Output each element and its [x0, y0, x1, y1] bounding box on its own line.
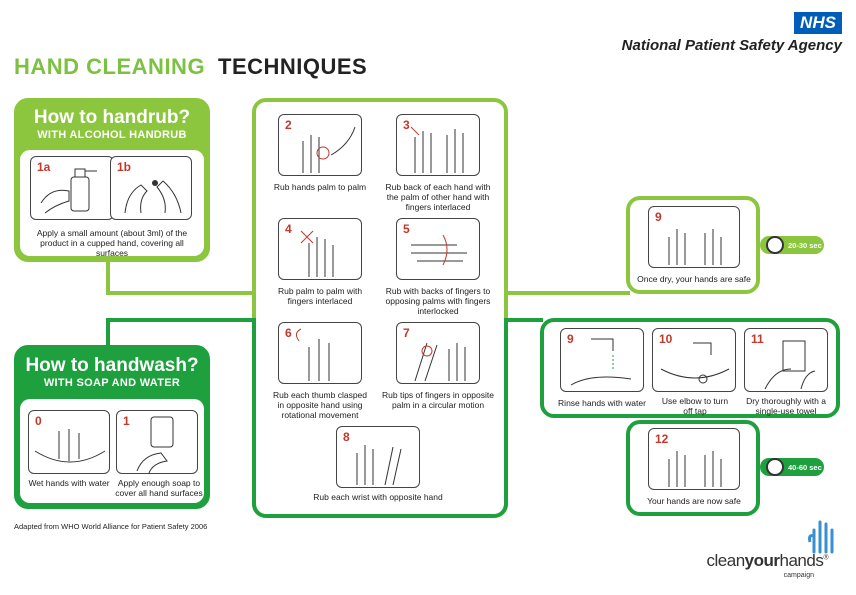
step-2: 2: [278, 114, 362, 176]
cleanyourhands-logo: cleanyourhands®: [706, 551, 829, 571]
connector-handwash-horizontal: [106, 318, 256, 322]
brand-part-hands: hands: [779, 551, 824, 570]
step-number: 0: [35, 414, 42, 428]
soap-dispenser-icon: [136, 416, 174, 474]
step-number: 5: [403, 222, 410, 236]
handwash-title: How to handwash?: [25, 355, 199, 376]
waving-hand-icon: [808, 520, 834, 554]
clock-icon: [766, 236, 784, 254]
step-number: 8: [343, 430, 350, 444]
step-9-rub-caption: Once dry, your hands are safe: [637, 274, 751, 284]
thumb-rotation-icon: [295, 328, 330, 381]
step-12: 12: [648, 428, 740, 490]
technique-panel-bottom: [252, 318, 508, 518]
step-number: 12: [655, 432, 669, 446]
step-number: 3: [403, 118, 410, 132]
handrub-caption: Apply a small amount (about 3ml) of the …: [36, 228, 188, 258]
step-number: 1: [123, 414, 130, 428]
towel-icon: [764, 340, 816, 390]
brand-subtitle: campaign: [783, 572, 814, 579]
rub-timer-label: 20-30 sec: [788, 241, 822, 250]
brand-part-your: your: [744, 551, 780, 570]
step-7-caption: Rub tips of fingers in opposite palm in …: [382, 390, 494, 410]
step-2-caption: Rub hands palm to palm: [273, 182, 367, 192]
step-number: 7: [403, 326, 410, 340]
step-0: 0: [28, 410, 110, 474]
basin-hands-icon: [34, 429, 106, 463]
step-3-caption: Rub back of each hand with the palm of o…: [385, 182, 491, 212]
step-10: 10: [652, 328, 736, 392]
dispenser-pump-icon: [40, 168, 97, 214]
registered-mark: ®: [823, 554, 828, 562]
handrub-title: How to handrub?: [33, 107, 191, 128]
handwash-subtitle: WITH SOAP AND WATER: [43, 377, 181, 389]
connector-handrub-top: [106, 255, 110, 295]
brand-part-clean: clean: [706, 551, 746, 570]
step-8-caption: Rub each wrist with opposite hand: [313, 492, 443, 502]
step-1-caption: Apply enough soap to cover all hand surf…: [115, 478, 203, 498]
fingertips-circular-icon: [414, 342, 466, 382]
step-1: 1: [116, 410, 198, 474]
step-9-rub: 9: [648, 206, 740, 268]
palm-to-palm-icon: [302, 126, 356, 173]
step-11-caption: Dry thoroughly with a single-use towel: [746, 396, 826, 416]
nhs-logo: NHS: [794, 12, 842, 34]
step-number: 2: [285, 118, 292, 132]
agency-name: National Patient Safety Agency: [621, 37, 842, 54]
connector-handrub-horizontal: [106, 291, 256, 295]
elbow-tap-icon: [660, 342, 730, 384]
clean-hands-icon: [668, 229, 722, 265]
step-4-caption: Rub palm to palm with fingers interlaced: [277, 286, 363, 306]
rinse-tap-icon: [570, 338, 632, 386]
connector-to-rub-finish: [503, 291, 630, 295]
safe-hands-icon: [668, 451, 722, 487]
step-5-caption: Rub with backs of fingers to opposing pa…: [385, 286, 491, 316]
step-number: 9: [567, 332, 574, 346]
step-number: 11: [751, 332, 764, 346]
step-number: 10: [659, 332, 673, 346]
step-9-wash-caption: Rinse hands with water: [558, 398, 646, 408]
connector-handwash-vertical: [106, 318, 110, 350]
step-4: 4: [278, 218, 362, 280]
back-of-hand-icon: [410, 126, 464, 173]
step-number: 4: [285, 222, 292, 236]
step-1a: 1a: [30, 156, 114, 220]
step-number: 9: [655, 210, 662, 224]
title-techniques: TECHNIQUES: [218, 54, 368, 79]
clock-icon: [766, 458, 784, 476]
step-12-caption: Your hands are now safe: [647, 496, 741, 506]
step-6: 6: [278, 322, 362, 384]
step-0-caption: Wet hands with water: [28, 478, 110, 488]
step-7: 7: [396, 322, 480, 384]
title-hand-cleaning: HAND CLEANING: [14, 54, 206, 79]
step-10-caption: Use elbow to turn off tap: [661, 396, 729, 416]
connector-to-wash-finish: [503, 318, 543, 322]
step-number: 1a: [37, 160, 51, 174]
credit-text: Adapted from WHO World Alliance for Pati…: [14, 522, 208, 531]
step-3: 3: [396, 114, 480, 176]
cupped-hands-icon: [124, 180, 182, 214]
wrist-rub-icon: [356, 445, 402, 486]
step-6-caption: Rub each thumb clasped in opposite hand …: [272, 390, 368, 420]
step-number: 6: [285, 326, 292, 340]
handrub-subtitle: WITH ALCOHOL HANDRUB: [37, 129, 187, 141]
wash-timer-label: 40-60 sec: [788, 463, 822, 472]
step-8: 8: [336, 426, 420, 488]
fingers-interlocked-icon: [411, 234, 467, 266]
step-5: 5: [396, 218, 480, 280]
step-9-wash: 9: [560, 328, 644, 392]
step-11: 11: [744, 328, 828, 392]
step-number: 1b: [117, 160, 132, 174]
fingers-interlaced-icon: [300, 230, 334, 277]
step-1b: 1b: [110, 156, 192, 220]
